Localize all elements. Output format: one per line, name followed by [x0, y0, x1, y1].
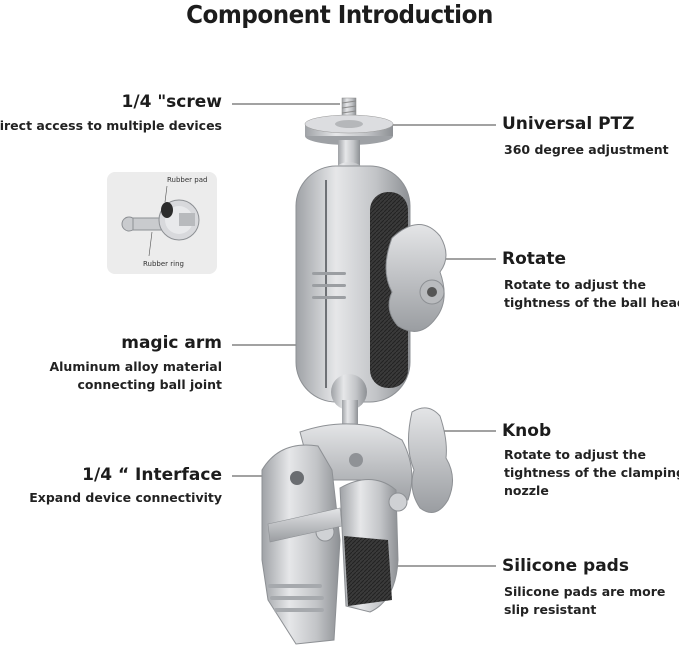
rotate-heading: Rotate	[502, 249, 567, 269]
rotate-description-line-2: tightness of the ball head	[504, 295, 679, 310]
knob-description-line-3: nozzle	[504, 483, 549, 498]
rotate-knob	[385, 224, 447, 332]
page-title: Component Introduction	[186, 0, 493, 29]
rubber-parts-inset: Rubber pad Rubber ring	[107, 172, 217, 274]
ptz-heading: Universal PTZ	[502, 114, 635, 134]
magic-arm-heading: magic arm	[121, 333, 222, 353]
rubber-pad-shape	[161, 202, 173, 218]
clamp-knob	[408, 407, 453, 513]
knob-heading: Knob	[502, 421, 552, 441]
silicone-pad	[344, 536, 392, 606]
rotate-description-line-1: Rotate to adjust the	[504, 277, 647, 292]
rubber-pad-label: Rubber pad	[167, 176, 208, 184]
silicone-description-line-1: Silicone pads are more	[504, 584, 666, 599]
ptz-description: 360 degree adjustment	[504, 142, 669, 157]
knob-description-line-2: tightness of the clamping	[504, 465, 679, 480]
magic-arm-description-line-2: connecting ball joint	[77, 377, 222, 392]
knob-description-line-1: Rotate to adjust the	[504, 447, 647, 462]
rubber-parts-illustration	[121, 185, 200, 257]
universal-ptz-disc	[304, 114, 394, 170]
interface-heading: 1/4 “ Interface	[82, 465, 222, 485]
interface-description: Expand device connectivity	[29, 490, 222, 505]
magic-arm-description-line-1: Aluminum alloy material	[49, 359, 222, 374]
screw-description: Direct access to multiple devices	[0, 118, 222, 133]
rubber-ring-label: Rubber ring	[143, 260, 184, 268]
screw-heading: 1/4 "screw	[121, 92, 222, 112]
super-clamp	[261, 423, 413, 645]
silicone-heading: Silicone pads	[502, 556, 629, 576]
silicone-description-line-2: slip resistant	[504, 602, 597, 617]
